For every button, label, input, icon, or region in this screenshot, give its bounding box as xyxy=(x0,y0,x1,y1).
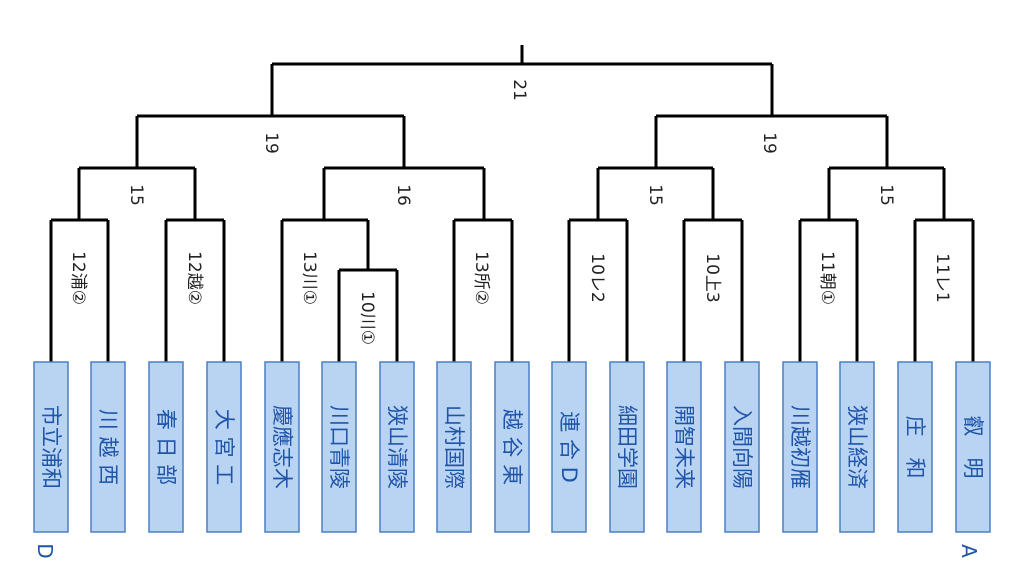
team-box xyxy=(33,361,69,533)
team-box xyxy=(551,361,587,533)
final-connector xyxy=(270,45,774,116)
team-5: 慶應志木 xyxy=(264,361,300,533)
quarter-label-2: 16 xyxy=(393,184,413,206)
team-box xyxy=(379,361,415,533)
r2-connector-6 xyxy=(682,218,744,362)
team-name: 川口青陵 xyxy=(327,405,351,489)
team-12: 開智未来 xyxy=(666,361,702,533)
team-box xyxy=(206,361,242,533)
team-name: 山村国際 xyxy=(442,405,466,489)
block-label-right: A xyxy=(957,544,981,558)
team-box xyxy=(90,361,126,533)
team-name: 叡 明 xyxy=(961,416,985,479)
r2-connector-3 xyxy=(280,218,370,362)
r2-label-3: 13川① xyxy=(299,251,319,305)
team-box xyxy=(494,361,530,533)
semi-label-left: 19 xyxy=(261,132,281,154)
team-name: 川 越 西 xyxy=(96,409,120,485)
team-name: 狭山経済 xyxy=(845,405,869,489)
team-name: 入間向陽 xyxy=(730,405,754,489)
quarter-connector-4 xyxy=(827,166,946,220)
bracket-lines xyxy=(49,45,975,362)
r2-label-1: 12浦② xyxy=(68,251,88,305)
team-name: 連 合 D xyxy=(557,411,581,483)
r2-connector-5 xyxy=(567,218,629,362)
team-2: 川 越 西 xyxy=(90,361,126,533)
team-name: 大 宮 工 xyxy=(212,409,236,485)
quarter-label-4: 15 xyxy=(876,184,896,206)
team-box xyxy=(955,361,991,533)
quarter-connector-1 xyxy=(77,166,197,220)
team-6: 川口青陵 xyxy=(321,361,357,533)
r1-label-1: 10川① xyxy=(357,291,377,345)
team-17: 叡 明 xyxy=(955,361,991,533)
team-name: 庄 和 xyxy=(903,416,927,479)
team-8: 山村国際 xyxy=(436,361,472,533)
r2-connector-1 xyxy=(49,218,110,362)
r1-connector-1 xyxy=(337,268,399,362)
team-box xyxy=(724,361,760,533)
team-name: 川越初雁 xyxy=(788,405,812,489)
team-box xyxy=(264,361,300,533)
r2-label-6: 10上3 xyxy=(702,253,722,302)
team-box xyxy=(839,361,875,533)
team-name: 狭山清陵 xyxy=(385,405,409,489)
team-15: 狭山経済 xyxy=(839,361,875,533)
round-labels: 21 19 19 15 16 15 15 12浦② 12越② 13川① 10川①… xyxy=(68,79,952,345)
team-box xyxy=(148,361,184,533)
team-14: 川越初雁 xyxy=(782,361,818,533)
team-box xyxy=(436,361,472,533)
team-name: 市立浦和 xyxy=(39,405,63,489)
team-box xyxy=(609,361,645,533)
semi-label-right: 19 xyxy=(759,132,779,154)
team-7: 狭山清陵 xyxy=(379,361,415,533)
quarter-label-1: 15 xyxy=(126,184,146,206)
block-label-left: D xyxy=(33,543,57,558)
r2-connector-2 xyxy=(164,218,226,362)
team-name: 慶應志木 xyxy=(270,405,294,489)
r2-label-8: 11レ1 xyxy=(932,253,952,302)
team-4: 大 宮 工 xyxy=(206,361,242,533)
team-boxes: 市立浦和 川 越 西 春 日 部 大 宮 工 慶應志木 川口青陵 狭山清陵 山村国際 越 谷 東… xyxy=(33,361,991,533)
semi-connector-right xyxy=(654,114,889,168)
team-name: 開智未来 xyxy=(672,405,696,489)
team-1: 市立浦和 xyxy=(33,361,69,533)
r2-label-2: 12越② xyxy=(184,251,204,305)
team-16: 庄 和 xyxy=(897,361,933,533)
team-name: 細田学園 xyxy=(615,405,639,489)
team-13: 入間向陽 xyxy=(724,361,760,533)
team-box xyxy=(666,361,702,533)
semi-connector-left xyxy=(135,114,406,168)
r2-connector-7 xyxy=(798,218,859,362)
team-name: 越 谷 東 xyxy=(500,409,524,485)
team-box xyxy=(897,361,933,533)
r2-label-5: 10レ2 xyxy=(587,253,607,302)
r2-connector-8 xyxy=(913,218,975,362)
quarter-label-3: 15 xyxy=(645,184,665,206)
team-box xyxy=(321,361,357,533)
team-name: 春 日 部 xyxy=(154,409,178,485)
quarter-connector-2 xyxy=(322,166,486,220)
team-3: 春 日 部 xyxy=(148,361,184,533)
final-label: 21 xyxy=(509,79,529,101)
team-box xyxy=(782,361,818,533)
r2-label-7: 11朝① xyxy=(817,251,837,305)
quarter-connector-3 xyxy=(596,166,715,220)
r2-connector-4 xyxy=(452,218,514,362)
team-10: 連 合 D xyxy=(551,361,587,533)
r2-label-4: 13所② xyxy=(471,251,491,305)
team-11: 細田学園 xyxy=(609,361,645,533)
team-9: 越 谷 東 xyxy=(494,361,530,533)
